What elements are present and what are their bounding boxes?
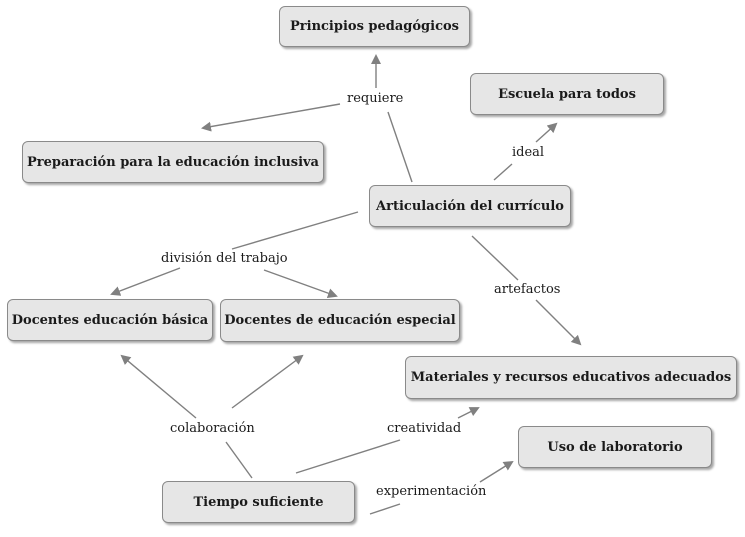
link-label-ideal: ideal xyxy=(509,145,548,161)
node-escuela-para-todos[interactable]: Escuela para todos xyxy=(470,73,664,115)
edge-artefactos-materiales xyxy=(535,299,582,346)
link-label-creatividad: creatividad xyxy=(384,421,465,437)
edge-tiempo-colaboracion xyxy=(225,441,253,479)
edge-articulacion-requiere xyxy=(387,111,413,183)
node-uso-de-laboratorio[interactable]: Uso de laboratorio xyxy=(518,426,712,468)
edge-tiempo-creatividad xyxy=(295,439,401,474)
edge-tiempo-experimentacion xyxy=(369,503,401,515)
link-label-colaboracion: colaboración xyxy=(167,421,258,437)
link-label-artefactos: artefactos xyxy=(491,282,564,298)
node-preparacion-educacion-inclusiva[interactable]: Preparación para la educación inclusiva xyxy=(22,141,324,183)
edge-articulacion-ideal xyxy=(493,163,513,181)
node-principios-pedagogicos[interactable]: Principios pedagógicos xyxy=(279,6,470,47)
node-docentes-educacion-basica[interactable]: Docentes educación básica xyxy=(7,299,213,341)
edge-colaboracion-basica xyxy=(120,354,197,419)
node-docentes-educacion-especial[interactable]: Docentes de educación especial xyxy=(220,299,460,342)
edge-requiere-preparacion xyxy=(201,103,341,132)
link-label-requiere: requiere xyxy=(344,91,407,107)
edge-experimentacion-laboratorio xyxy=(479,460,514,483)
edge-articulacion-artefactos xyxy=(471,235,519,281)
node-materiales-recursos[interactable]: Materiales y recursos educativos adecuad… xyxy=(405,356,737,399)
link-label-experimentacion: experimentación xyxy=(373,484,490,500)
edge-articulacion-division xyxy=(231,211,359,250)
edge-division-especial xyxy=(263,269,338,298)
node-tiempo-suficiente[interactable]: Tiempo suficiente xyxy=(162,481,355,523)
edge-division-basica xyxy=(110,267,181,296)
link-label-division-del-trabajo: división del trabajo xyxy=(158,251,291,267)
node-articulacion-curriculo[interactable]: Articulación del currículo xyxy=(369,185,571,227)
edge-ideal-escuela xyxy=(535,122,558,143)
edge-creatividad-materiales xyxy=(457,407,480,419)
edge-colaboracion-especial xyxy=(231,354,304,409)
